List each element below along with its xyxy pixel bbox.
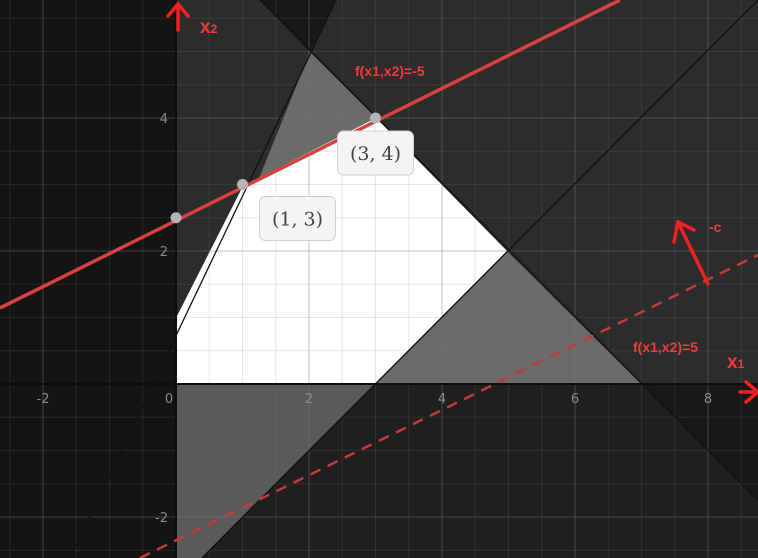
vertex-point bbox=[237, 179, 248, 190]
constraint-line-3 bbox=[200, 0, 758, 558]
constraint-line-1 bbox=[69, 0, 337, 558]
x-tick-label: -2 bbox=[37, 392, 50, 407]
constraint-lines bbox=[69, 0, 758, 558]
point-label: (1, 3) bbox=[272, 209, 323, 231]
x-tick-label: 8 bbox=[704, 392, 712, 407]
vertex-points: (1, 3) (3, 4) bbox=[170, 112, 414, 241]
objective-label-plus5: f(x1,x2)=5 bbox=[633, 339, 698, 355]
objective-line-plus5 bbox=[139, 253, 758, 558]
vertex-point bbox=[370, 112, 381, 124]
direction-arrow bbox=[672, 219, 710, 286]
tick-labels: -2 0 2 4 6 8 4 2 -2 bbox=[37, 112, 713, 526]
direction-label: -c bbox=[709, 219, 722, 235]
vertex-point bbox=[170, 212, 182, 224]
x-axis-label: x1 bbox=[727, 352, 745, 373]
y-tick-label: -2 bbox=[155, 511, 168, 526]
point-label-box bbox=[337, 130, 414, 176]
x-tick-label: 2 bbox=[305, 392, 313, 407]
objective-line-minus5 bbox=[0, 0, 621, 310]
x-tick-label: 6 bbox=[571, 392, 579, 407]
shade-upper-wedge bbox=[260, 0, 336, 52]
y-axis-arrow bbox=[166, 1, 190, 32]
feasible-region bbox=[176, 118, 507, 384]
x-tick-label: 0 bbox=[165, 392, 173, 407]
y-axis-label: x2 bbox=[200, 17, 218, 38]
shade-left-dark bbox=[0, 0, 176, 558]
y-tick-label: 4 bbox=[160, 112, 168, 127]
x-tick-label: 4 bbox=[438, 392, 446, 407]
objective-label-minus5: f(x1,x2)=-5 bbox=[355, 63, 425, 79]
point-label-box bbox=[259, 196, 336, 241]
y-tick-label: 2 bbox=[160, 245, 168, 260]
x-axis-arrow bbox=[738, 380, 758, 404]
point-label: (3, 4) bbox=[350, 143, 401, 165]
